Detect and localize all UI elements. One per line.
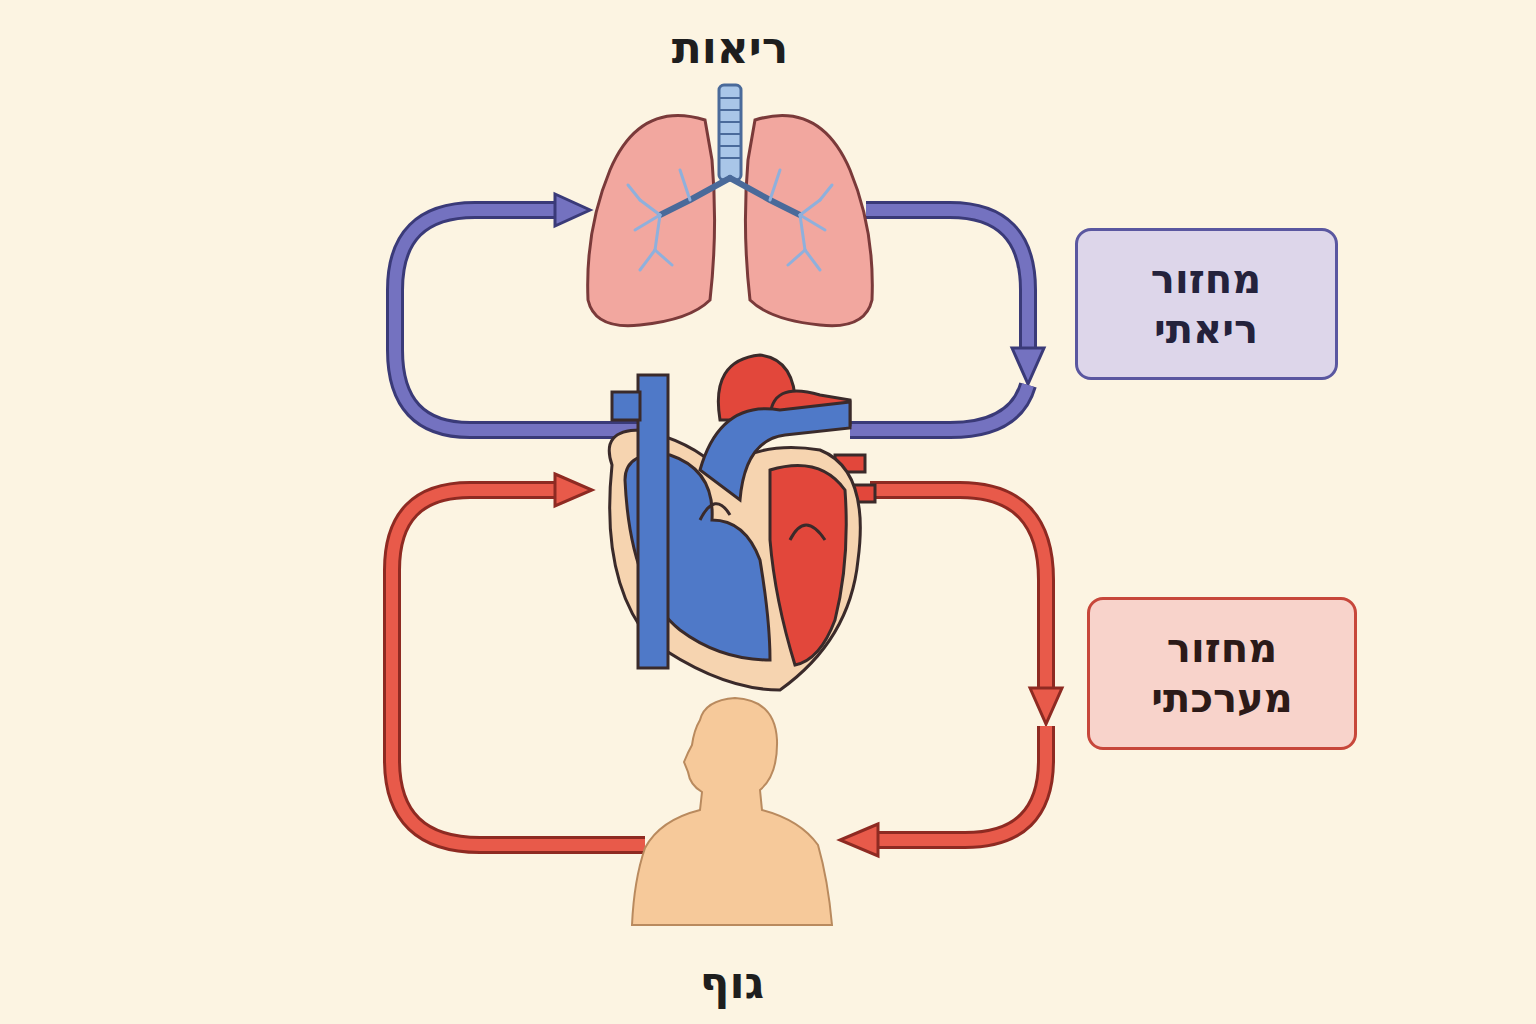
illustration-stroke	[719, 97, 741, 99]
illustration-stroke	[1012, 348, 1044, 384]
pulmonary-loop	[395, 194, 1044, 430]
illustration-stroke	[805, 250, 820, 270]
illustration-stroke	[719, 85, 741, 180]
illustration-stroke	[870, 490, 1046, 690]
illustration-stroke	[719, 98, 741, 158]
illustration-stroke	[628, 185, 640, 200]
illustration-stroke	[790, 525, 825, 540]
lungs-label-node: ריאות	[580, 20, 880, 340]
lungs-drawing	[588, 85, 873, 326]
illustration-stroke	[745, 116, 872, 326]
illustration-stroke	[640, 250, 655, 270]
illustration-stroke	[655, 250, 672, 265]
illustration-stroke	[875, 726, 1046, 840]
illustration-stroke	[770, 170, 780, 200]
illustration-stroke	[660, 178, 730, 215]
illustration-stroke	[840, 824, 878, 856]
heart-drawing	[609, 355, 875, 690]
illustration-stroke	[800, 200, 820, 215]
circuit-label: מחזור מערכתי	[1107, 623, 1337, 723]
illustration-stroke	[555, 474, 592, 506]
illustration-stroke	[820, 185, 832, 200]
illustration-stroke	[850, 385, 1028, 430]
organ-label: ריאות	[580, 20, 880, 75]
illustration-stroke	[660, 178, 800, 215]
illustration-stroke	[875, 726, 1046, 840]
illustration-stroke	[866, 210, 1028, 350]
illustration-stroke	[788, 250, 805, 265]
illustration-stroke	[1030, 688, 1062, 724]
illustration-stroke	[719, 109, 741, 111]
illustration-stroke	[870, 490, 1046, 690]
illustration-stroke	[850, 385, 1028, 430]
illustration-stroke	[628, 170, 832, 270]
illustration-stroke	[632, 698, 832, 925]
systemic-box: מחזור מערכתי	[1087, 597, 1357, 750]
illustration-stroke	[588, 116, 715, 326]
illustration-stroke	[700, 504, 730, 520]
body-label-node: גוף	[617, 690, 847, 1010]
illustration-stroke	[719, 157, 741, 159]
illustration-stroke	[800, 215, 805, 250]
illustration-stroke	[392, 490, 645, 845]
illustration-stroke	[700, 402, 850, 500]
illustration-stroke	[392, 490, 645, 845]
illustration-stroke	[638, 375, 668, 668]
illustration-stroke	[635, 215, 660, 230]
illustration-stroke	[730, 178, 800, 215]
circuit-label: מחזור ריאתי	[1101, 254, 1311, 354]
illustration-stroke	[612, 392, 640, 420]
illustration-stroke	[866, 210, 1028, 350]
illustration-stroke	[770, 466, 846, 666]
organ-label: גוף	[617, 955, 847, 1010]
pulmonary-box: מחזור ריאתי	[1075, 228, 1338, 380]
illustration-stroke	[655, 215, 660, 250]
illustration-stroke	[719, 145, 741, 147]
illustration-stroke	[680, 170, 690, 200]
body-silhouette	[632, 698, 832, 925]
illustration-stroke	[719, 133, 741, 135]
illustration-stroke	[555, 194, 590, 226]
illustration-stroke	[640, 200, 660, 215]
illustration-stroke	[800, 215, 825, 230]
illustration-stroke	[719, 121, 741, 123]
